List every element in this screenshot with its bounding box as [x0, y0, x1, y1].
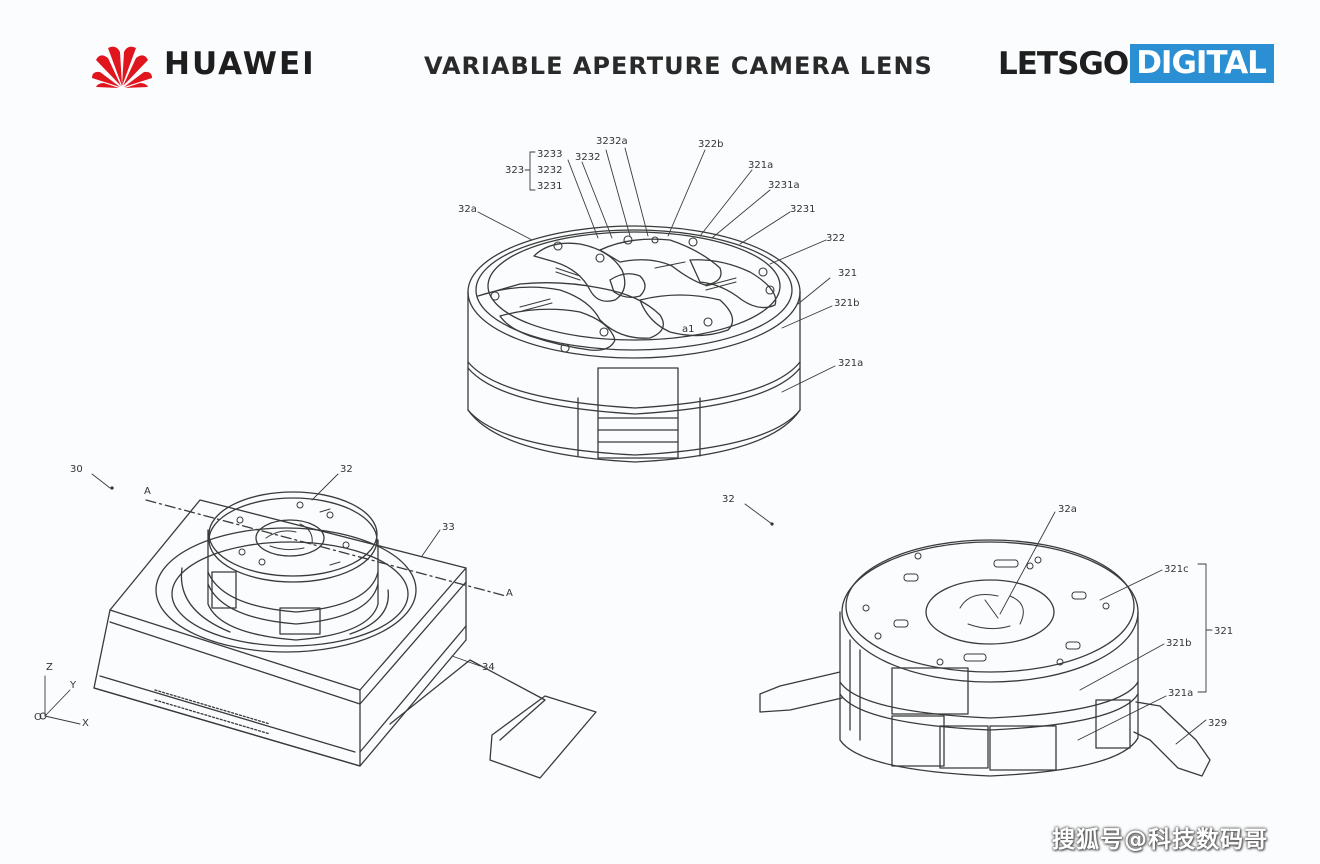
- axis-x-label: X: [82, 718, 89, 729]
- ref-32a-right: 32a: [1058, 504, 1077, 515]
- ref-a1: a1: [682, 324, 695, 335]
- ref-axis-a-1: A: [144, 486, 151, 497]
- ref-322b: 322b: [698, 139, 723, 150]
- right-lens-module: [759, 539, 1211, 777]
- right-reference-labels: 32 32a 321c 321 321b 321a 329: [722, 494, 1233, 729]
- ref-32a-top: 32a: [458, 204, 477, 215]
- ref-323: 323: [505, 165, 524, 176]
- header: HUAWEI VARIABLE APERTURE CAMERA LENS LET…: [0, 0, 1320, 120]
- ref-329: 329: [1208, 718, 1227, 729]
- ref-321a-bottom: 321a: [838, 358, 863, 369]
- ref-322: 322: [826, 233, 845, 244]
- huawei-brand: HUAWEI: [90, 38, 316, 90]
- huawei-logo-icon: [92, 46, 152, 88]
- ref-30: 30: [70, 464, 83, 475]
- digital-wordmark: DIGITAL: [1130, 44, 1274, 83]
- ref-33: 33: [442, 522, 455, 533]
- top-leader-lines: [477, 147, 836, 393]
- huawei-wordmark: HUAWEI: [164, 46, 316, 82]
- ref-321b-right: 321b: [1166, 638, 1191, 649]
- ref-32-right: 32: [722, 494, 735, 505]
- axis-y-label: Y: [69, 680, 77, 691]
- right-leaders: [744, 503, 1213, 745]
- ref-32-left: 32: [340, 464, 353, 475]
- ref-34: 34: [482, 662, 495, 673]
- ref-321b-top: 321b: [834, 298, 859, 309]
- ref-3232-b: 3232: [575, 152, 600, 163]
- ref-3232a: 3232a: [596, 136, 628, 147]
- ref-axis-a-2: A: [506, 588, 513, 599]
- ref-321a-top: 321a: [748, 160, 773, 171]
- watermark: 搜狐号@科技数码哥: [1052, 827, 1268, 853]
- left-camera-module: [93, 491, 597, 779]
- ref-3231-b: 3231: [790, 204, 815, 215]
- axis-z-label: Z: [46, 662, 53, 673]
- top-aperture-assembly: [467, 225, 801, 463]
- ref-3231-a: 3231: [537, 181, 562, 192]
- page-title: VARIABLE APERTURE CAMERA LENS: [424, 52, 933, 80]
- axis-origin-label: O: [34, 712, 42, 723]
- letsgodigital-brand: LETSGO DIGITAL: [998, 44, 1274, 83]
- ref-321c: 321c: [1164, 564, 1189, 575]
- ref-3231a: 3231a: [768, 180, 800, 191]
- ref-321a-right: 321a: [1168, 688, 1193, 699]
- ref-321-top: 321: [838, 268, 857, 279]
- top-reference-labels: 323 3233 3232 3231 3232 3232a 322b 321a …: [458, 136, 863, 369]
- ref-3232-a: 3232: [537, 165, 562, 176]
- ref-3233: 3233: [537, 149, 562, 160]
- left-reference-labels: 30 32 33 34 A A Z Y X O: [34, 464, 513, 729]
- ref-321-right: 321: [1214, 626, 1233, 637]
- letsgo-wordmark: LETSGO: [998, 45, 1129, 82]
- left-leaders: [39, 473, 481, 725]
